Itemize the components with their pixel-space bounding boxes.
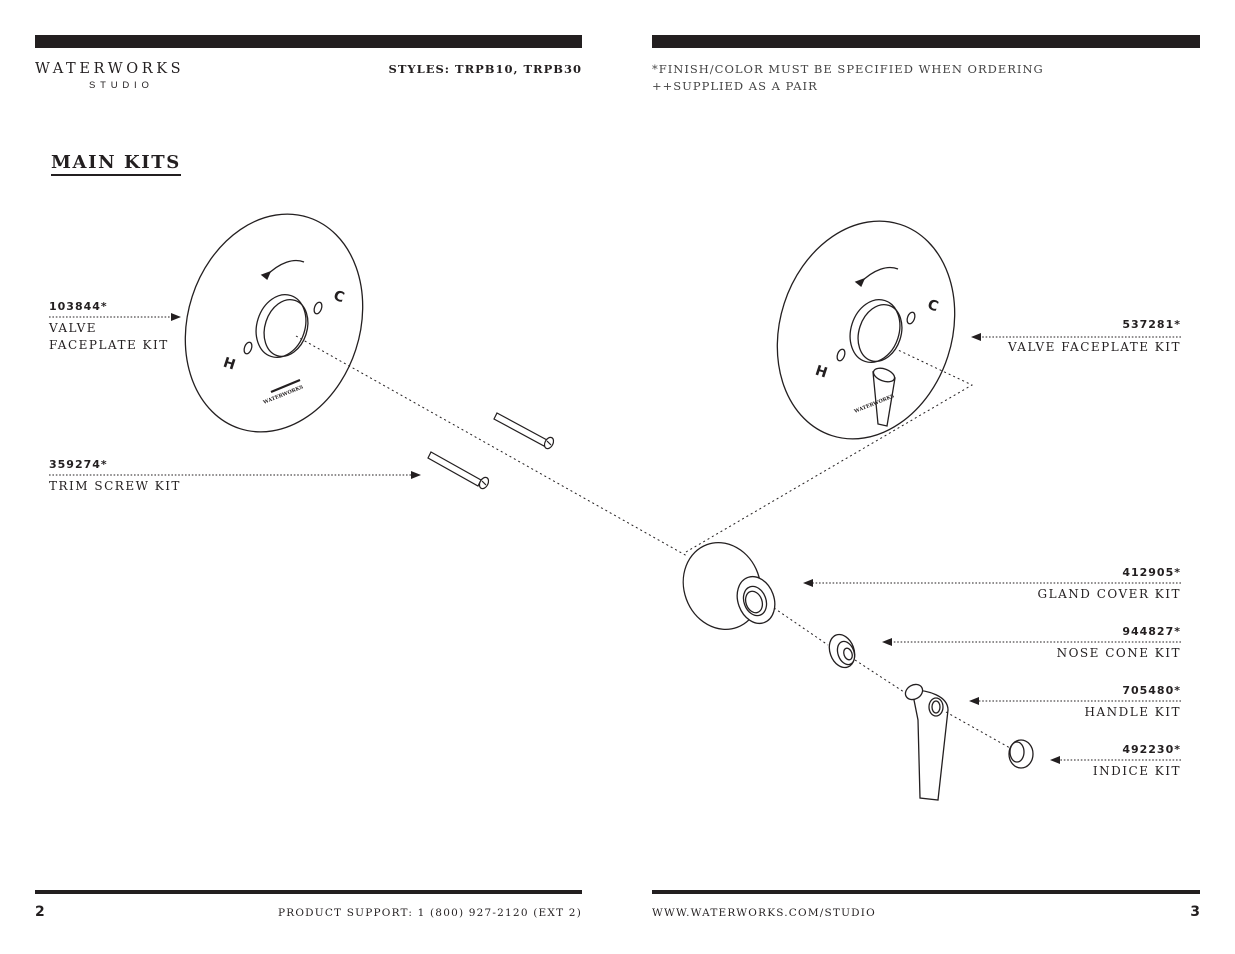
faceplate-left — [184, 213, 364, 433]
faceplate-right-hot-mark: H — [813, 363, 829, 382]
part-number-trim-screw: 359274* — [49, 458, 108, 471]
part-number-nose-cone: 944827* — [1122, 625, 1181, 638]
faceplate-right-cold-mark: C — [925, 297, 940, 315]
product-support-text: PRODUCT SUPPORT: 1 (800) 927-2120 (EXT 2… — [277, 907, 582, 919]
part-number-gland-cover: 412905* — [1122, 566, 1181, 579]
gland-cover — [682, 542, 776, 630]
brand-logo-sub: STUDIO — [89, 80, 154, 91]
finish-note: *FINISH/COLOR MUST BE SPECIFIED WHEN ORD… — [652, 62, 1044, 76]
part-name-indice: INDICE KIT — [1092, 764, 1181, 778]
bottom-rule-left — [35, 890, 582, 894]
part-name-valve-faceplate-left-line1: VALVE — [49, 321, 97, 335]
part-name-gland-cover: GLAND COVER KIT — [1037, 587, 1181, 601]
part-name-trim-screw: TRIM SCREW KIT — [49, 479, 181, 493]
part-number-valve-faceplate-left: 103844* — [49, 300, 108, 313]
bottom-rule-right — [652, 890, 1200, 894]
styles-label: STYLES: TRPB10, TRPB30 — [388, 62, 582, 76]
trim-screw-lower — [427, 451, 490, 490]
page-number-left: 2 — [35, 904, 45, 920]
brand-logo-name: WATERWORKS — [35, 61, 185, 77]
section-title: MAIN KITS — [51, 152, 181, 176]
leader-arrows — [49, 313, 1181, 764]
part-number-indice: 492230* — [1122, 743, 1181, 756]
faceplate-left-hot-mark: H — [221, 355, 237, 374]
trim-screw-upper — [493, 412, 555, 450]
faceplate-right — [776, 220, 956, 440]
assembly-guide-lines — [295, 335, 1011, 749]
website-link[interactable]: WWW.WATERWORKS.COM/STUDIO — [652, 907, 876, 919]
top-rule-left — [35, 35, 582, 48]
top-rule-right — [652, 35, 1200, 48]
pair-note: ++SUPPLIED AS A PAIR — [652, 79, 818, 93]
faceplate-left-cold-mark: C — [331, 288, 346, 306]
part-name-handle: HANDLE KIT — [1084, 705, 1181, 719]
part-number-valve-faceplate-right: 537281* — [1122, 318, 1181, 331]
lever-handle — [904, 683, 949, 801]
part-name-valve-faceplate-left-line2: FACEPLATE KIT — [49, 338, 169, 352]
part-name-valve-faceplate-right: VALVE FACEPLATE KIT — [1007, 340, 1181, 354]
page-number-right: 3 — [1190, 904, 1200, 920]
part-name-nose-cone: NOSE CONE KIT — [1056, 646, 1181, 660]
indice-button — [1008, 739, 1034, 769]
nose-cone — [828, 633, 856, 669]
part-number-handle: 705480* — [1122, 684, 1181, 697]
